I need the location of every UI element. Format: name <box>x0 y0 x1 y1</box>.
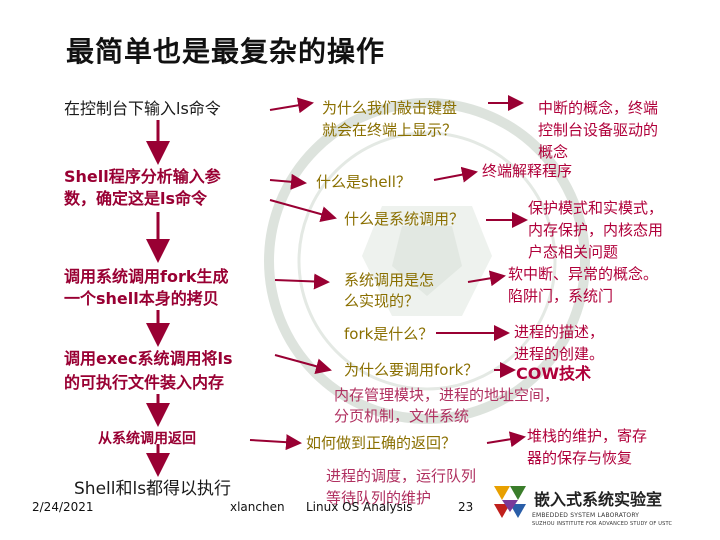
question-keyboard-2: 就会在终端上显示？ <box>322 121 458 139</box>
answer-stack-2: 器的保存与恢复 <box>527 449 633 467</box>
lab-logo-name: 嵌入式系统实验室 <box>534 490 663 509</box>
answer-interrupt-1: 中断的概念，终端 <box>538 99 659 117</box>
answer-protect-mode-1: 保护模式和实模式， <box>528 199 664 217</box>
answer-scheduling-2: 等待队列的维护 <box>326 489 432 507</box>
footer-course: Linux OS Analysis <box>306 500 413 514</box>
answer-paging: 分页机制，文件系统 <box>334 407 470 425</box>
university-seal-watermark <box>264 98 590 424</box>
lab-logo-subtitle: EMBEDDED SYSTEM LABORATORY <box>532 512 640 519</box>
step-fork-2: 一个shell本身的拷贝 <box>64 289 219 308</box>
question-how-return: 如何做到正确的返回？ <box>306 434 457 452</box>
answer-interrupt-3: 概念 <box>538 143 569 161</box>
question-how-implemented-1: 系统调用是怎 <box>344 271 435 289</box>
answer-memory-management: 内存管理模块，进程的地址空间， <box>334 386 560 404</box>
answer-protect-mode-2: 内存保护，内核态用 <box>528 221 664 239</box>
question-what-shell: 什么是shell？ <box>316 173 411 191</box>
answer-process-desc: 进程的描述， <box>514 323 605 341</box>
step-exec-1: 调用exec系统调用将ls <box>64 349 233 368</box>
lab-logo-subtitle-2: SUZHOU INSTITUTE FOR ADVANCED STUDY OF U… <box>532 521 673 527</box>
question-keyboard-1: 为什么我们敲击键盘 <box>322 99 458 117</box>
question-how-implemented-2: 么实现的？ <box>344 292 420 310</box>
answer-cow: COW技术 <box>516 364 591 383</box>
answer-process-create: 进程的创建。 <box>514 345 605 363</box>
answer-soft-interrupt-2: 陷阱门，系统门 <box>508 287 614 305</box>
step-exec-2: 的可执行文件装入内存 <box>64 373 225 392</box>
slide-title: 最简单也是最复杂的操作 <box>66 35 386 68</box>
footer-date: 2/24/2021 <box>32 500 94 514</box>
step-return: 从系统调用返回 <box>98 431 196 447</box>
answer-protect-mode-3: 户态相关问题 <box>528 243 619 261</box>
step-shell-parse-1: Shell程序分析输入参 <box>64 167 221 186</box>
answer-terminal-interpreter: 终端解释程序 <box>482 162 573 180</box>
step-both-execute: Shell和ls都得以执行 <box>74 479 232 499</box>
answer-stack-1: 堆栈的维护，寄存 <box>527 427 648 445</box>
question-what-fork: fork是什么？ <box>344 325 434 343</box>
question-why-fork: 为什么要调用fork？ <box>344 361 479 379</box>
footer-author: xlanchen <box>230 500 285 514</box>
answer-interrupt-2: 控制台设备驱动的 <box>538 121 659 139</box>
question-what-syscall: 什么是系统调用？ <box>344 210 465 228</box>
step-input-ls: 在控制台下输入ls命令 <box>64 99 221 118</box>
lab-logo-icon <box>494 486 526 518</box>
answer-scheduling-1: 进程的调度，运行队列 <box>326 467 477 485</box>
step-fork-1: 调用系统调用fork生成 <box>64 267 229 286</box>
step-shell-parse-2: 数，确定这是ls命令 <box>64 189 208 208</box>
footer-page-number: 23 <box>458 500 474 514</box>
answer-soft-interrupt-1: 软中断、异常的概念。 <box>508 265 659 283</box>
